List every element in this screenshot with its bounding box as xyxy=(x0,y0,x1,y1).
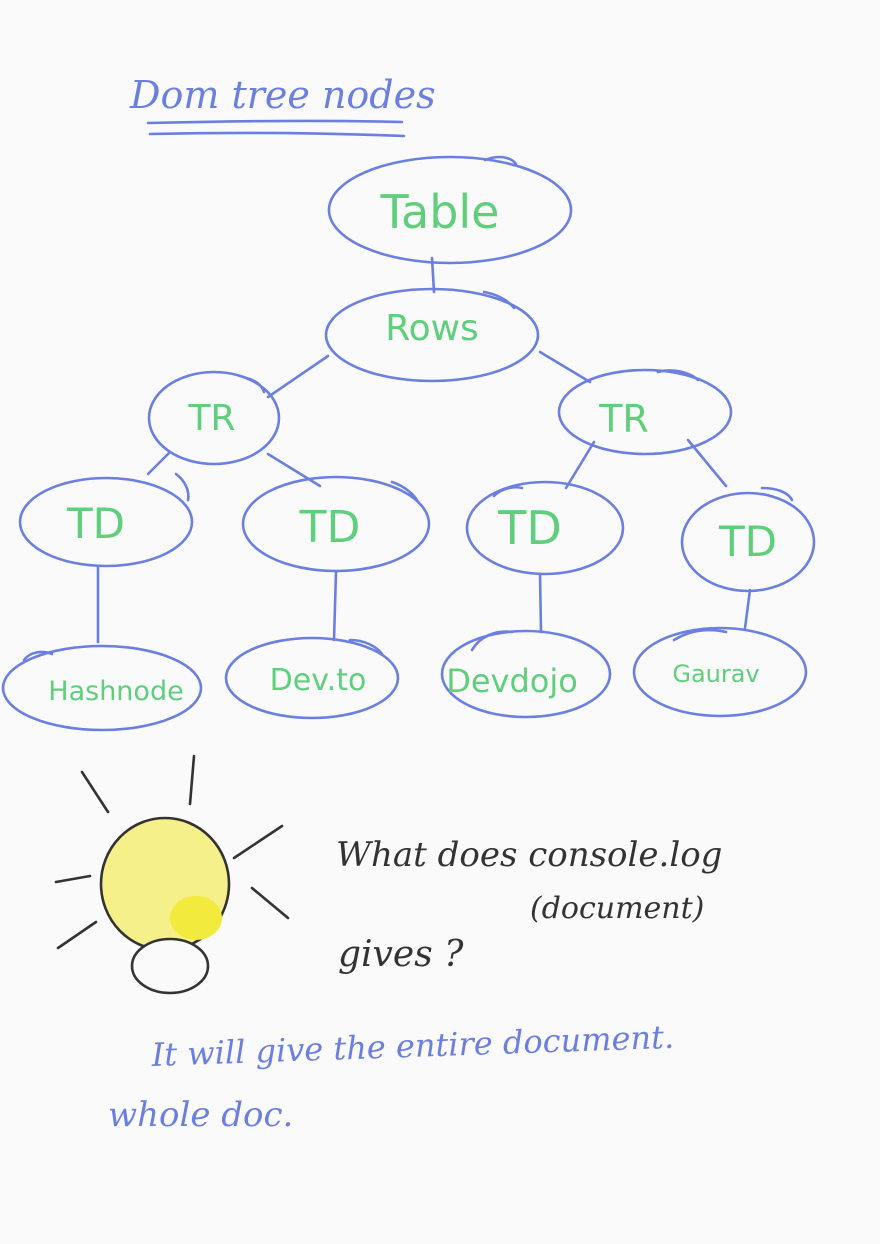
node-td-3-label: TD xyxy=(497,501,562,555)
bulb-ray xyxy=(250,886,290,920)
bulb-ray xyxy=(80,770,110,814)
bulb-ray xyxy=(188,754,196,806)
question-text: What does console.log (document) gives ? xyxy=(336,835,722,975)
node-leaf-hashnode-label: Hashnode xyxy=(48,676,183,707)
lightbulb-icon xyxy=(54,754,290,995)
page-title: Dom tree nodes xyxy=(129,73,436,117)
node-table: Table xyxy=(327,155,573,265)
question-line-2: (document) xyxy=(530,891,704,926)
bulb-base xyxy=(130,937,210,995)
edge-rows-trright xyxy=(538,350,592,384)
node-td-4: TD xyxy=(680,486,816,593)
node-table-label: Table xyxy=(380,185,500,239)
node-tr-right-label: TR xyxy=(598,397,649,441)
edge-trleft-td1 xyxy=(146,450,172,476)
node-tr-right: TR xyxy=(557,368,733,456)
node-leaf-gaurav: Gaurav xyxy=(632,626,808,718)
node-leaf-devto-label: Dev.to xyxy=(270,663,367,698)
node-tr-left: TR xyxy=(147,370,281,466)
answer-line-2: whole doc. xyxy=(108,1095,293,1135)
bulb-ray xyxy=(54,874,92,884)
node-td-4-label: TD xyxy=(718,517,777,566)
bulb-highlight xyxy=(170,896,222,940)
node-rows-label: Rows xyxy=(385,308,479,349)
edge-td2-leaf2 xyxy=(332,570,338,642)
edge-td4-leaf4 xyxy=(743,588,752,630)
bulb-ray xyxy=(56,920,98,950)
edge-td3-leaf3 xyxy=(538,572,543,634)
node-td-2-label: TD xyxy=(299,502,361,553)
bulb-ray xyxy=(232,824,284,860)
title-underline xyxy=(146,119,404,125)
node-leaf-hashnode: Hashnode xyxy=(1,644,203,732)
node-td-1: TD xyxy=(18,472,194,568)
title-underline-2 xyxy=(148,131,406,138)
question-line-3: gives ? xyxy=(338,934,464,975)
node-leaf-devdojo-label: Devdojo xyxy=(446,662,578,700)
question-line-1: What does console.log xyxy=(336,835,722,875)
node-tr-left-label: TR xyxy=(187,398,235,439)
answer-line-1: It will give the entire document. xyxy=(150,1018,675,1074)
edge-rows-trleft xyxy=(266,354,330,399)
node-td-3: TD xyxy=(465,480,625,576)
node-leaf-devto: Dev.to xyxy=(224,636,400,720)
node-td-1-label: TD xyxy=(66,499,125,548)
node-td-2: TD xyxy=(241,475,431,573)
edge-trleft-td2 xyxy=(266,452,322,488)
edge-trright-td3 xyxy=(564,440,596,490)
node-rows: Rows xyxy=(324,287,540,383)
answer-text: It will give the entire document. whole … xyxy=(108,1018,675,1135)
node-leaf-devdojo: Devdojo xyxy=(440,629,612,719)
node-leaf-gaurav-label: Gaurav xyxy=(672,660,759,688)
